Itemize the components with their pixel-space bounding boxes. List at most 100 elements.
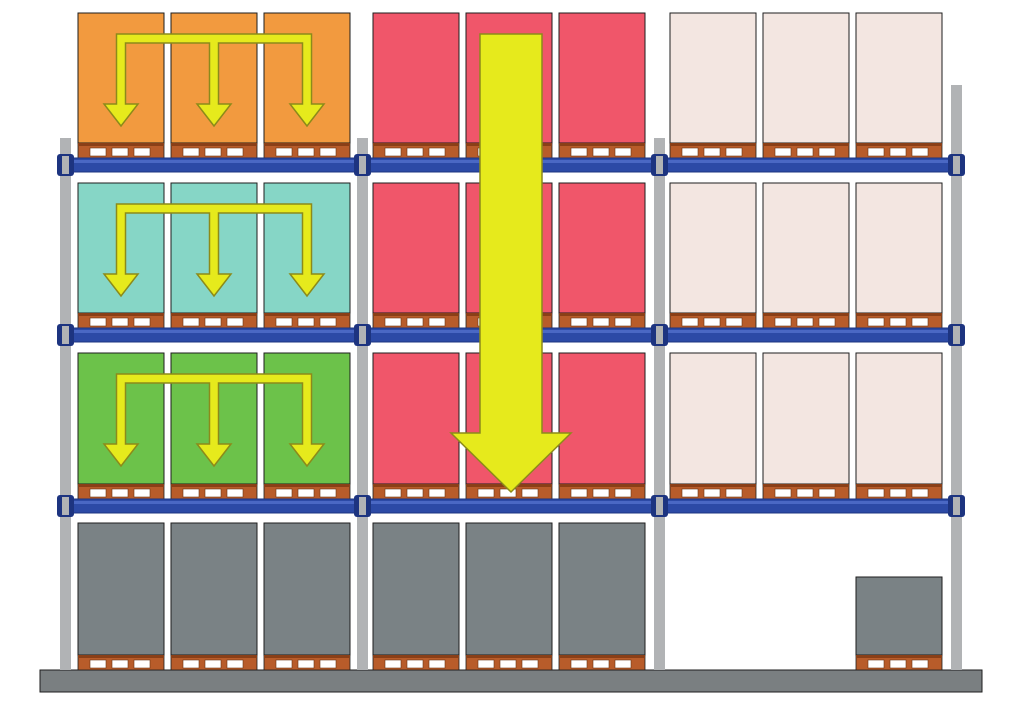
pallet-fork-slot: [570, 659, 588, 669]
pallet-load-bay-3-level3-slot1: [669, 182, 757, 314]
pallet-fork-slot: [796, 147, 814, 157]
pallet-fork-slot: [297, 147, 315, 157]
pallet-fork-slot: [867, 659, 885, 669]
pallet-fork-slot: [818, 147, 836, 157]
pallet-fork-slot: [319, 659, 337, 669]
pallet-deck: [373, 484, 459, 487]
pallet-deck: [171, 313, 257, 316]
pallet-deck: [466, 655, 552, 658]
pallet-load-bay-2-level4-slot1: [372, 12, 460, 144]
pallet-deck: [856, 313, 942, 316]
pallet-fork-slot: [204, 147, 222, 157]
pallet-deck: [171, 143, 257, 146]
pallet-fork-slot: [182, 659, 200, 669]
pallet-fork-slot: [889, 317, 907, 327]
pallet-fork-slot: [796, 317, 814, 327]
beam-highlight: [662, 160, 951, 163]
pallet-fork-slot: [297, 488, 315, 498]
pallet-fork-slot: [133, 659, 151, 669]
pallet-fork-slot: [796, 488, 814, 498]
pallet-fork-slot: [774, 147, 792, 157]
pallet-fork-slot: [226, 659, 244, 669]
pallet-deck: [373, 655, 459, 658]
pallet-fork-slot: [774, 488, 792, 498]
pallet-fork-slot: [133, 147, 151, 157]
pallet-deck: [856, 484, 942, 487]
rack-upright-1: [60, 138, 71, 670]
pallet-fork-slot: [275, 147, 293, 157]
pallet-load-bay-1-level1-slot3: [263, 522, 351, 656]
pallet-fork-slot: [521, 659, 539, 669]
pallet-load-bay-3-level2-slot2: [762, 352, 850, 485]
pallet-deck: [78, 313, 164, 316]
pallet-fork-slot: [204, 317, 222, 327]
pallet-fork-slot: [889, 147, 907, 157]
pallet-fork-slot: [867, 317, 885, 327]
pallet-fork-slot: [867, 488, 885, 498]
pallet-fork-slot: [226, 147, 244, 157]
pallet-load-bay-2-level1-slot1: [372, 522, 460, 656]
pallet-deck: [763, 313, 849, 316]
pallet-fork-slot: [406, 147, 424, 157]
floor-slab: [39, 669, 983, 693]
pallet-load-bay-3-level4-slot1: [669, 12, 757, 144]
pallet-fork-slot: [204, 488, 222, 498]
upright-through: [62, 497, 69, 515]
pallet-fork-slot: [406, 659, 424, 669]
pallet-deck: [264, 484, 350, 487]
pallet-deck: [78, 484, 164, 487]
beams-layer: [57, 154, 965, 517]
pallet-deck: [670, 143, 756, 146]
pallet-load-bay-3-level4-slot3: [855, 12, 943, 144]
pallet-deck: [264, 313, 350, 316]
pallet-load-bay-3-level4-slot2: [762, 12, 850, 144]
pallet-fork-slot: [477, 488, 495, 498]
pallet-deck: [264, 655, 350, 658]
pallet-load-bay-3-level2-slot1: [669, 352, 757, 485]
pallet-load-bay-2-level3-slot1: [372, 182, 460, 314]
pallet-deck: [373, 313, 459, 316]
pallet-fork-slot: [111, 317, 129, 327]
pallet-fork-slot: [275, 659, 293, 669]
pallet-deck: [78, 655, 164, 658]
vertical-drop-arrow: [449, 33, 573, 494]
pallet-load-bay-2-level2-slot3: [558, 352, 646, 485]
pallet-fork-slot: [319, 317, 337, 327]
pallet-load-bay-3-level1-slot3: [855, 576, 943, 656]
beam-highlight: [66, 160, 357, 163]
pallet-fork-slot: [226, 317, 244, 327]
pallet-deck: [670, 484, 756, 487]
beam-highlight: [662, 330, 951, 333]
beam-highlight: [66, 330, 357, 333]
pallet-fork-slot: [89, 317, 107, 327]
pallet-fork-slot: [911, 147, 929, 157]
pallet-fork-slot: [319, 147, 337, 157]
pallet-fork-slot: [725, 147, 743, 157]
beam-highlight: [662, 501, 951, 504]
rack-upright-3: [654, 138, 665, 670]
pallet-fork-slot: [182, 317, 200, 327]
pallet-fork-slot: [428, 488, 446, 498]
pallet-deck: [763, 484, 849, 487]
upright-through: [656, 326, 663, 344]
pallet-fork-slot: [428, 659, 446, 669]
pallet-fork-slot: [226, 488, 244, 498]
pallet-load-bay-2-level3-slot3: [558, 182, 646, 314]
pallet-fork-slot: [570, 488, 588, 498]
pallet-fork-slot: [725, 317, 743, 327]
upright-through: [359, 156, 366, 174]
pallet-fork-slot: [384, 317, 402, 327]
upright-through: [359, 326, 366, 344]
pallet-fork-slot: [521, 488, 539, 498]
pallet-deck: [559, 655, 645, 658]
pallet-fork-slot: [89, 488, 107, 498]
pallet-fork-slot: [297, 659, 315, 669]
upright-through: [656, 156, 663, 174]
pallet-deck: [670, 313, 756, 316]
pallet-fork-slot: [681, 317, 699, 327]
pallet-fork-slot: [592, 317, 610, 327]
pallet-fork-slot: [818, 488, 836, 498]
pallet-fork-slot: [614, 488, 632, 498]
pallet-fork-slot: [703, 488, 721, 498]
